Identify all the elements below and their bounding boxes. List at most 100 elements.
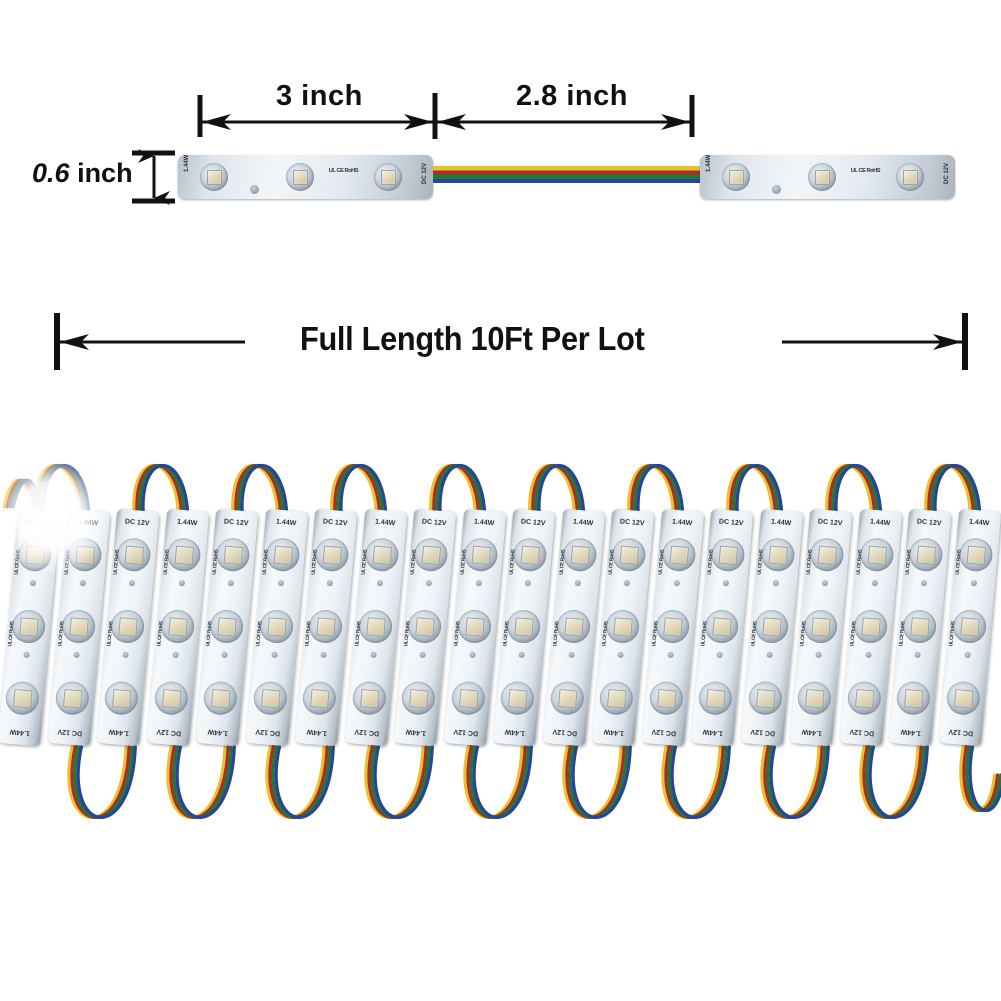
smd-led-chip (959, 616, 979, 637)
mounting-screw-hole (468, 651, 476, 659)
wire-loop-top (231, 463, 280, 517)
wire-lead-out (959, 743, 997, 813)
wire-loop-bottom (370, 743, 431, 819)
wire-loop-bottom (169, 743, 230, 819)
smd-led-chip (421, 544, 441, 565)
led-chip-housing (654, 608, 690, 645)
smd-led-chip (557, 688, 577, 708)
wire-loop-top (528, 463, 577, 517)
dimension-label-spacing: 2.8 inch (516, 80, 628, 112)
wire-loop-top (135, 463, 184, 517)
wire-loop-top (834, 463, 883, 517)
led-chip-housing (561, 536, 598, 573)
smd-led-chip (266, 616, 286, 637)
mounting-screw-hole (617, 651, 624, 659)
led-chip-housing (907, 536, 944, 573)
smd-led-chip (656, 688, 676, 708)
certification-marks: UL CE RoHS (749, 621, 758, 647)
led-chip-housing (944, 680, 981, 717)
wire-loop-top (132, 463, 181, 517)
full-length-label: Full Length 10Ft Per Lot (300, 320, 645, 357)
certification-marks: UL CE RoHS (502, 621, 511, 647)
mounting-screw-hole (171, 651, 179, 659)
wire-loop-top (33, 463, 82, 517)
smd-led-chip (223, 544, 243, 565)
wire-loop-top (726, 463, 775, 517)
smd-led-chip (718, 544, 738, 565)
smd-led-chip (124, 544, 144, 565)
smd-led-chip (365, 616, 385, 637)
wire-loop-bottom (661, 743, 722, 819)
certification-marks: UL CE RoHS (106, 621, 115, 647)
module-top-label: 1.44W (275, 518, 297, 528)
module-top-label: DC 12V (916, 518, 942, 528)
certification-marks: UL CE RoHS (459, 549, 468, 575)
led-chip-housing (16, 536, 53, 573)
certification-marks: UL CE RoHS (63, 549, 72, 575)
led-chip-housing (115, 536, 152, 573)
module-top-label: DC 12V (322, 518, 348, 528)
mounting-screw-hole (425, 579, 433, 587)
mounting-screw-hole (250, 185, 259, 194)
led-chip-housing (746, 680, 783, 717)
wire-loop-bottom (466, 743, 527, 819)
led-chip-housing (722, 163, 750, 191)
led-chip-housing (357, 608, 393, 645)
led-chip-housing (499, 680, 536, 717)
mounting-screw-hole (765, 651, 773, 659)
module-bottom-label: DC 12V (254, 727, 280, 737)
smd-led-chip (755, 688, 775, 708)
certification-marks: UL CE RoHS (954, 549, 963, 575)
smd-led-chip (470, 544, 491, 565)
smd-led-chip (953, 688, 973, 708)
led-chip-housing (374, 163, 402, 191)
mounting-screw-hole (772, 185, 781, 194)
mounting-screw-hole (221, 651, 228, 659)
led-chip-housing (845, 680, 882, 717)
wire-loop-top (930, 463, 979, 517)
smd-led-chip (380, 169, 396, 185)
wire-loop-bottom (367, 743, 428, 819)
mounting-screw-hole (772, 579, 779, 587)
wire-loop-bottom (67, 743, 128, 819)
smd-led-chip (216, 616, 237, 637)
certification-marks: UL CE RoHS (848, 621, 857, 647)
module-bottom-label: DC 12V (650, 727, 676, 737)
wire-loop-top (432, 463, 481, 517)
wire-loop-top (339, 463, 388, 517)
module-bottom-label: 1.44W (207, 727, 229, 737)
led-chip-housing (610, 536, 647, 573)
led-chip-housing (214, 536, 251, 573)
led-chip-housing (604, 608, 641, 645)
module-top-label: 1.44W (77, 518, 99, 528)
smd-led-chip (68, 616, 88, 637)
dimension-label-module-width: 0.6 inch (32, 160, 133, 187)
smd-led-chip (854, 688, 874, 708)
certification-marks: UL CE RoHS (855, 549, 864, 575)
certification-marks: UL CE RoHS (558, 549, 567, 575)
led-chip-housing (251, 680, 288, 717)
wire-loop-bottom (268, 743, 329, 819)
smd-led-chip (507, 688, 528, 708)
mounting-screw-hole (79, 579, 86, 587)
led-chip-housing (10, 608, 47, 645)
certification-marks: UL CE RoHS (155, 621, 164, 647)
mounting-screw-hole (673, 579, 680, 587)
led-chip-housing (951, 608, 987, 645)
module-bottom-label: DC 12V (353, 727, 379, 737)
smd-led-chip (520, 544, 540, 565)
wire-loop-bottom (664, 743, 725, 819)
mounting-screw-hole (970, 579, 977, 587)
module-top-label: 1.44W (176, 518, 198, 528)
mounting-screw-hole (122, 651, 129, 659)
smd-led-chip (965, 544, 986, 565)
module-bottom-label: 1.44W (801, 727, 823, 737)
smd-led-chip (25, 544, 45, 565)
module-top-label: DC 12V (124, 518, 150, 528)
certification-marks: UL CE RoHS (409, 549, 418, 575)
led-chip-housing (286, 163, 314, 191)
smd-led-chip (74, 544, 95, 565)
wire-loop-bottom (565, 743, 626, 819)
module-bottom-label: 1.44W (702, 727, 724, 737)
led-chip-housing (264, 536, 301, 573)
